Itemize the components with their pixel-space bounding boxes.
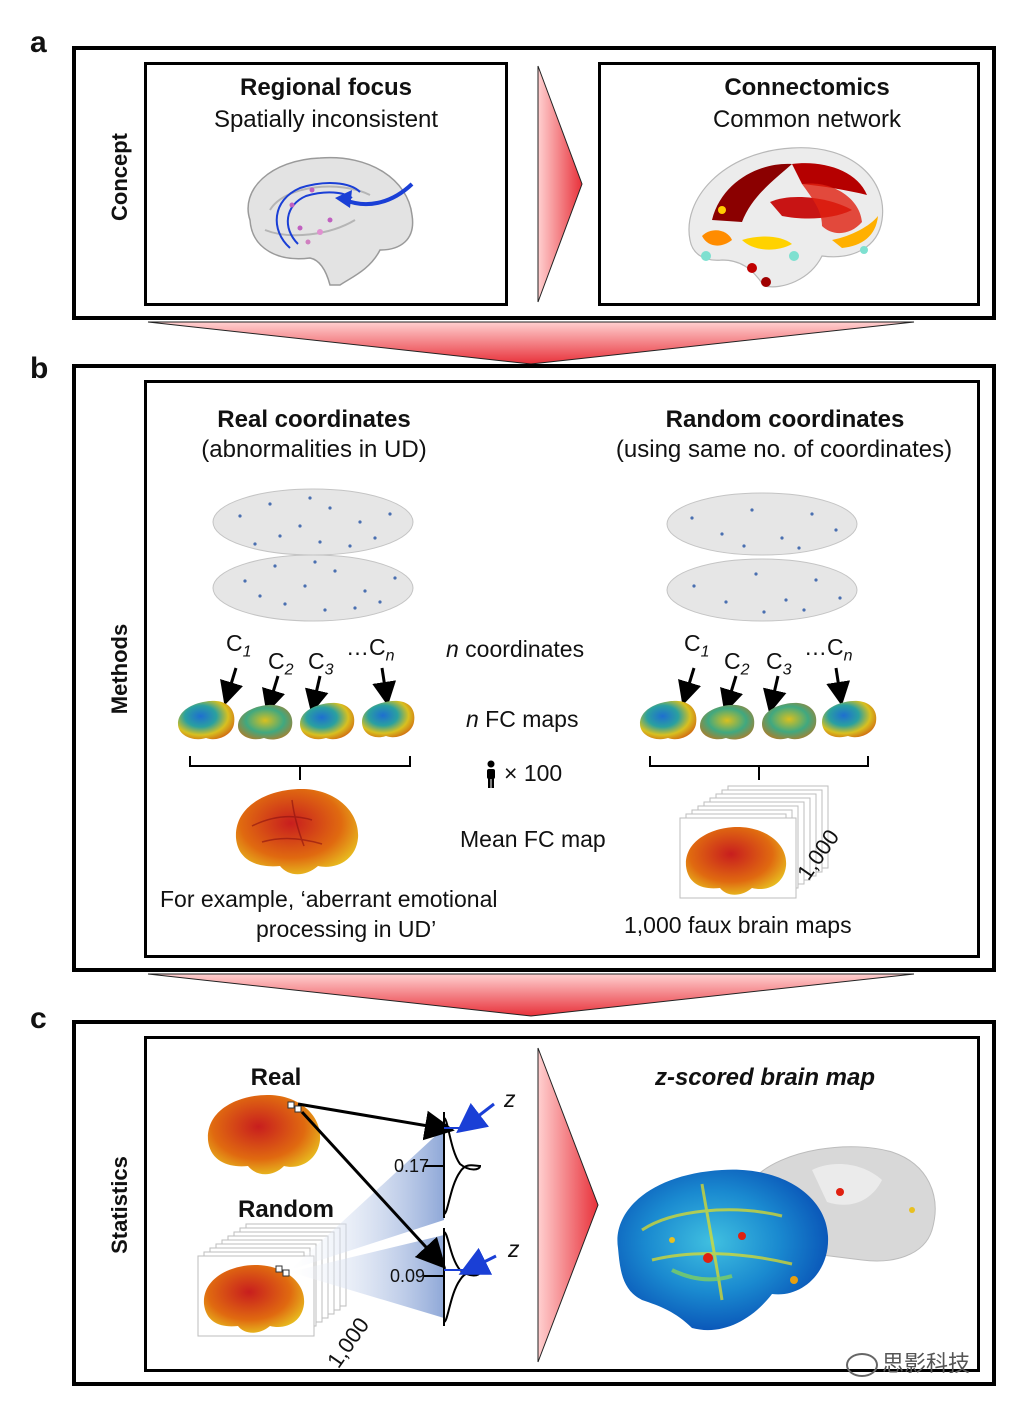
real-mean-brain-image	[207, 1094, 321, 1175]
coord-label-n-random: …Cn	[804, 634, 853, 665]
value-upper: 0.17	[394, 1156, 430, 1176]
coord-label-1: C1	[226, 630, 252, 661]
real-glass-brain-image	[212, 488, 414, 622]
panel-b-side-label: Methods	[107, 623, 132, 715]
example-line-2: processing in UD’	[256, 916, 437, 942]
random-coordinates-subtitle: (using same no. of coordinates)	[615, 436, 953, 463]
fc-maps-random	[640, 700, 877, 740]
mean-fc-brain-image	[235, 788, 359, 875]
random-glass-brain-image	[666, 492, 858, 622]
connectome-brain-image	[688, 147, 884, 288]
z-label-lower: z	[508, 1236, 520, 1262]
panel-b-letter: b	[30, 352, 49, 385]
n-fc-maps-label: n FC maps	[466, 706, 579, 732]
subjects-count-label: × 100	[504, 760, 563, 786]
real-label: Real	[250, 1064, 302, 1091]
watermark: 思影科技	[846, 1346, 970, 1378]
medial-brain-image	[247, 156, 414, 286]
n-coordinates-label: n coordinates	[446, 636, 585, 662]
panel-c-frame	[72, 1020, 996, 1386]
fc-map-arrows	[220, 667, 851, 714]
mean-fc-map-label: Mean FC map	[460, 826, 606, 852]
panel-c-right-arrow	[537, 1047, 599, 1363]
random-coordinates-title: Random coordinates	[665, 406, 905, 433]
person-icon	[487, 760, 495, 788]
panel-c-side-label: Statistics	[107, 1156, 132, 1254]
value-lower: 0.09	[390, 1266, 426, 1286]
fc-maps-real	[178, 700, 415, 740]
coord-label-1-random: C1	[684, 630, 710, 661]
random-label: Random	[238, 1196, 334, 1223]
panel-a-frame	[72, 46, 996, 320]
panel-c-letter: c	[30, 1002, 47, 1035]
coord-label-3-random: C3	[766, 648, 792, 679]
z-label-upper: z	[504, 1086, 516, 1112]
faux-brain-maps-caption: 1,000 faux brain maps	[624, 912, 852, 938]
z-scored-brain-image	[617, 1146, 936, 1331]
connectomics-title: Connectomics	[724, 74, 890, 101]
real-coordinates-title: Real coordinates	[217, 406, 411, 433]
real-coordinates-subtitle: (abnormalities in UD)	[201, 436, 427, 463]
faux-brain-stack-image	[679, 785, 829, 899]
z-scored-brain-map-title: z-scored brain map	[654, 1064, 876, 1091]
panel-a-letter: a	[30, 26, 47, 59]
coord-label-2: C2	[268, 648, 294, 679]
regional-focus-subtitle: Spatially inconsistent	[213, 106, 439, 133]
coord-label-n: …Cn	[346, 634, 395, 665]
example-line-1: For example, ‘aberrant emotional	[160, 886, 498, 912]
statistics-projection	[290, 1102, 497, 1326]
panel-a-right-arrow	[537, 65, 583, 303]
arrow-b-to-c	[147, 973, 915, 1017]
watermark-icon	[846, 1353, 878, 1378]
panel-a-side-label: Concept	[107, 133, 132, 221]
coord-label-3: C3	[308, 648, 334, 679]
arrow-a-to-b	[147, 321, 915, 365]
connectomics-subtitle: Common network	[712, 106, 902, 133]
coord-label-2-random: C2	[724, 648, 750, 679]
panel-b-frame	[72, 364, 996, 972]
regional-focus-title: Regional focus	[239, 74, 413, 101]
brackets	[189, 756, 869, 780]
